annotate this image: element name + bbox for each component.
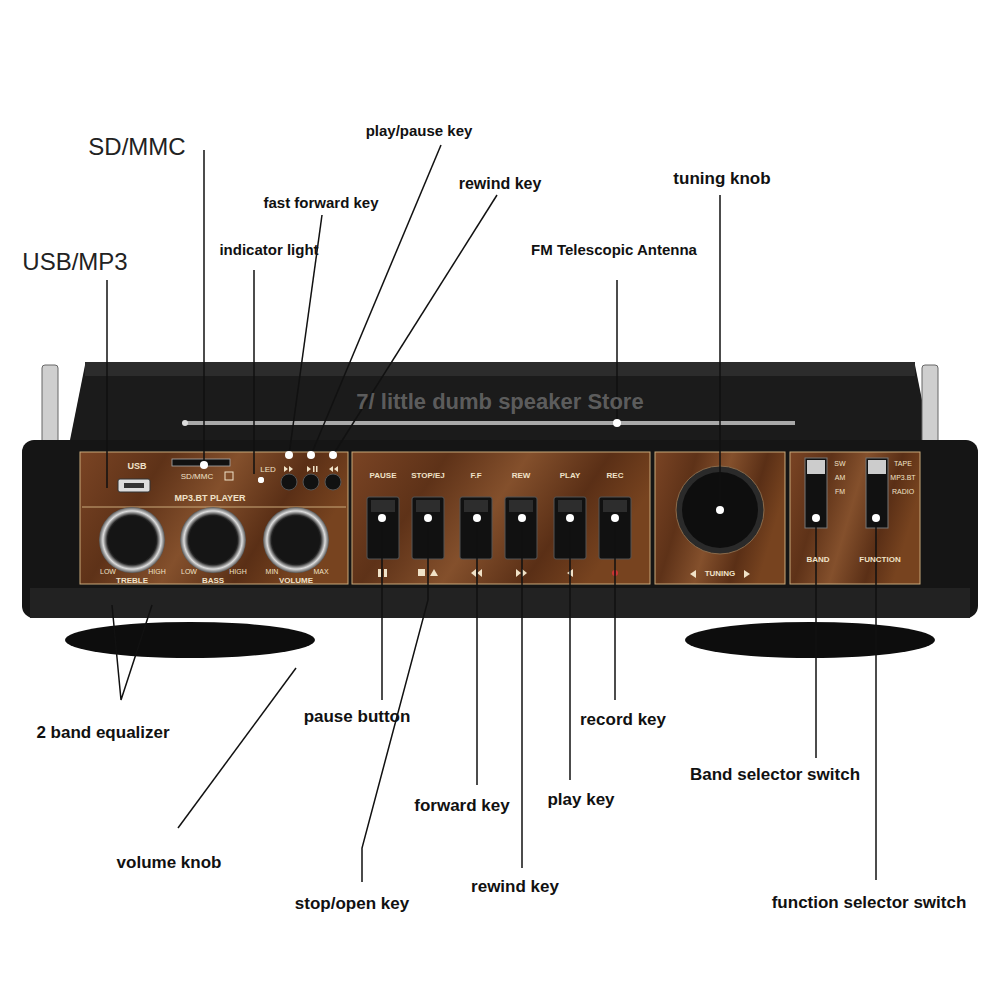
volume-knob — [272, 516, 320, 564]
panel-text: BASS — [202, 577, 224, 586]
callout-label: volume knob — [117, 854, 222, 873]
antenna-rod — [185, 421, 795, 425]
usb-port — [118, 479, 150, 492]
speaker — [685, 622, 935, 658]
panel-text: MP3.BT — [890, 474, 915, 482]
callout-label: forward key — [414, 797, 509, 816]
panel-text: TAPE — [894, 460, 912, 468]
callout-label: play key — [547, 791, 614, 810]
panel-text: REC — [607, 472, 624, 481]
callout-label: play/pause key — [366, 123, 473, 140]
panel-text: SD/MMC — [181, 473, 213, 482]
treble-knob — [108, 516, 156, 564]
wood-panel — [790, 452, 920, 584]
panel-text: SW — [834, 460, 845, 468]
panel-text: F.F — [470, 472, 481, 481]
callout-label: fast forward key — [263, 195, 378, 212]
leader-dots — [200, 419, 880, 522]
mp3-button — [303, 474, 319, 490]
led — [258, 477, 264, 483]
radio-body — [22, 440, 978, 618]
wood-panel — [80, 452, 348, 584]
callout-label: 2 band equalizer — [36, 724, 169, 743]
panel-text: RADIO — [892, 488, 914, 496]
panel-text: FUNCTION — [859, 556, 900, 565]
cassette-keys — [367, 497, 631, 559]
volume-knob — [263, 507, 329, 573]
play-pause-icon — [307, 466, 318, 472]
panel-text: USB — [127, 462, 146, 472]
panel-text: AM — [835, 474, 846, 482]
mp3-button — [281, 474, 297, 490]
callout-label: pause button — [304, 708, 411, 727]
callout-label: Band selector switch — [690, 766, 860, 785]
key-highlight — [371, 500, 627, 512]
panel-text: LOW — [100, 568, 116, 576]
callout-label: SD/MMC — [88, 134, 185, 160]
callout-label: rewind key — [459, 175, 542, 193]
sd-icon — [225, 472, 233, 480]
panel-text: PAUSE — [370, 472, 397, 481]
panel-text: TUNING — [705, 570, 736, 579]
panel-text: PLAY — [560, 472, 581, 481]
leader-lines — [107, 145, 876, 882]
function-switch — [868, 460, 886, 474]
panel-text: MIN — [266, 568, 279, 576]
callout-label: indicator light — [219, 242, 318, 259]
wood-panel — [352, 452, 650, 584]
panel-text: BAND — [806, 556, 829, 565]
key-icons — [378, 569, 618, 577]
bass-knob — [189, 516, 237, 564]
bottom-strip — [30, 588, 970, 618]
panel-text: REW — [512, 472, 531, 481]
panel-text: MP3.BT PLAYER — [174, 494, 245, 504]
top-housing — [70, 365, 930, 440]
panel-text: TREBLE — [116, 577, 148, 586]
callout-label: FM Telescopic Antenna — [531, 242, 697, 259]
usb-port — [124, 483, 144, 488]
callout-label: stop/open key — [295, 895, 409, 914]
panel-text: MAX — [313, 568, 328, 576]
callout-label: function selector switch — [772, 894, 967, 913]
panel-text: STOP/EJ — [411, 472, 445, 481]
band-switch — [807, 460, 825, 474]
panel-text: LED — [260, 466, 276, 475]
panel-text: LOW — [181, 568, 197, 576]
tuning-arrows — [690, 570, 750, 578]
top-grille — [85, 362, 915, 376]
band-switch — [805, 458, 827, 528]
speaker — [65, 622, 315, 658]
panel-text: HIGH — [148, 568, 166, 576]
bass-knob — [180, 507, 246, 573]
ff-icon — [284, 466, 293, 472]
antenna-tip — [182, 420, 188, 426]
panel-text: HIGH — [229, 568, 247, 576]
rew-icon — [329, 466, 338, 472]
watermark: 7/ little dumb speaker Store — [356, 390, 643, 414]
panel-text: VOLUME — [279, 577, 313, 586]
callout-label: record key — [580, 711, 666, 730]
function-switch — [866, 458, 888, 528]
panel-text: FM — [835, 488, 845, 496]
callout-label: rewind key — [471, 878, 559, 897]
callout-label: tuning knob — [673, 170, 770, 189]
mp3-button — [325, 474, 341, 490]
treble-knob — [99, 507, 165, 573]
callout-label: USB/MP3 — [22, 249, 127, 275]
